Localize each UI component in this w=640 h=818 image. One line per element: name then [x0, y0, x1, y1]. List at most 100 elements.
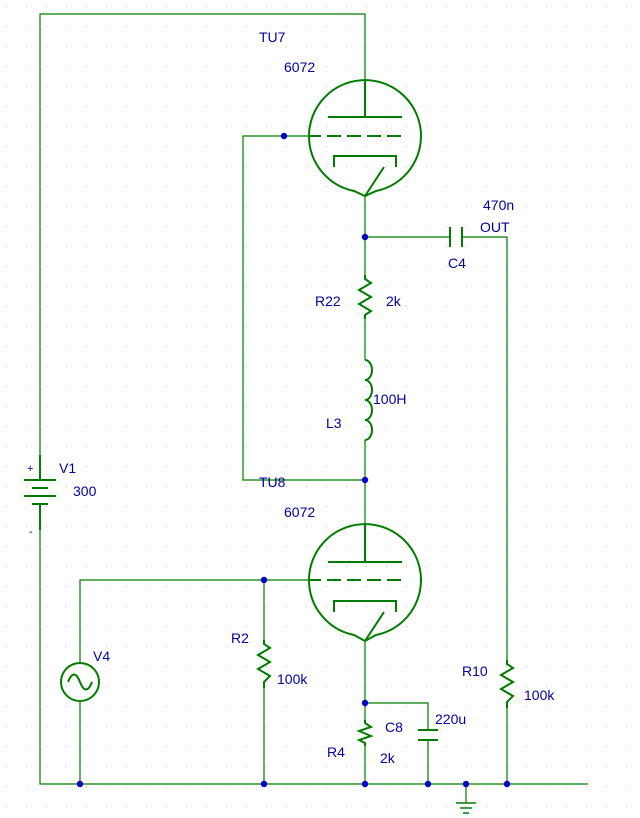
grid-dot — [526, 386, 527, 387]
grid-dot — [526, 586, 527, 587]
grid-dot — [426, 246, 427, 247]
grid-dot — [626, 6, 627, 7]
node-ground-r4 — [361, 780, 369, 788]
grid-dot — [366, 206, 367, 207]
grid-dot — [286, 486, 287, 487]
grid-dot — [246, 646, 247, 647]
grid-dot — [426, 446, 427, 447]
grid-dot — [406, 766, 407, 767]
grid-dot — [546, 346, 547, 347]
grid-dot — [226, 246, 227, 247]
grid-dot — [526, 566, 527, 567]
grid-dot — [326, 126, 327, 127]
grid-dot — [206, 46, 207, 47]
grid-dot — [186, 486, 187, 487]
grid-dot — [266, 606, 267, 607]
tube-tu8-plate — [328, 523, 402, 563]
grid-dot — [306, 246, 307, 247]
grid-dot — [566, 86, 567, 87]
grid-dot — [526, 646, 527, 647]
grid-dot — [66, 466, 67, 467]
grid-dot — [166, 626, 167, 627]
grid-dot — [126, 426, 127, 427]
grid-dot — [266, 586, 267, 587]
grid-dots — [6, 6, 627, 807]
grid-dot — [146, 166, 147, 167]
grid-dot — [386, 366, 387, 367]
grid-dot — [426, 46, 427, 47]
grid-dot — [406, 706, 407, 707]
grid-dot — [146, 566, 147, 567]
grid-dot — [306, 566, 307, 567]
grid-dot — [286, 526, 287, 527]
grid-dot — [566, 146, 567, 147]
grid-dot — [206, 126, 207, 127]
grid-dot — [326, 166, 327, 167]
grid-dot — [486, 686, 487, 687]
grid-dot — [146, 586, 147, 587]
grid-dot — [586, 86, 587, 87]
grid-dot — [26, 326, 27, 327]
grid-dot — [306, 486, 307, 487]
grid-dot — [66, 606, 67, 607]
grid-dot — [606, 66, 607, 67]
grid-dot — [86, 286, 87, 287]
grid-dot — [546, 26, 547, 27]
grid-dot — [246, 326, 247, 327]
grid-dot — [286, 766, 287, 767]
grid-dot — [186, 466, 187, 467]
grid-dot — [446, 26, 447, 27]
grid-dot — [46, 706, 47, 707]
grid-dot — [386, 86, 387, 87]
grid-dot — [506, 86, 507, 87]
grid-dot — [626, 786, 627, 787]
grid-dot — [126, 686, 127, 687]
grid-dot — [526, 166, 527, 167]
grid-dot — [286, 706, 287, 707]
grid-dot — [566, 526, 567, 527]
grid-dot — [426, 646, 427, 647]
grid-dot — [546, 566, 547, 567]
grid-dot — [626, 126, 627, 127]
grid-dot — [446, 406, 447, 407]
grid-dot — [6, 786, 7, 787]
node-ground-v4 — [76, 780, 84, 788]
grid-dot — [266, 106, 267, 107]
grid-dot — [426, 346, 427, 347]
grid-dot — [546, 446, 547, 447]
grid-dot — [46, 426, 47, 427]
grid-dot — [586, 406, 587, 407]
ac-source-v4 — [60, 662, 100, 702]
grid-dot — [626, 146, 627, 147]
grid-dot — [446, 346, 447, 347]
grid-dot — [566, 726, 567, 727]
grid-dot — [266, 186, 267, 187]
grid-dot — [446, 6, 447, 7]
grid-dot — [166, 366, 167, 367]
grid-dot — [466, 6, 467, 7]
grid-dot — [86, 606, 87, 607]
grid-dot — [106, 246, 107, 247]
grid-dot — [86, 726, 87, 727]
grid-dot — [406, 646, 407, 647]
grid-dot — [366, 46, 367, 47]
grid-dot — [586, 706, 587, 707]
grid-dot — [266, 726, 267, 727]
grid-dot — [206, 706, 207, 707]
grid-dot — [426, 206, 427, 207]
grid-dot — [466, 186, 467, 187]
grid-dot — [26, 606, 27, 607]
grid-dot — [266, 286, 267, 287]
grid-dot — [46, 26, 47, 27]
grid-dot — [566, 766, 567, 767]
grid-dot — [106, 766, 107, 767]
grid-dot — [246, 546, 247, 547]
grid-dot — [606, 626, 607, 627]
grid-dot — [66, 326, 67, 327]
grid-dot — [246, 706, 247, 707]
grid-dot — [566, 586, 567, 587]
grid-dot — [166, 326, 167, 327]
grid-dot — [346, 566, 347, 567]
grid-dot — [226, 746, 227, 747]
grid-dot — [546, 726, 547, 727]
